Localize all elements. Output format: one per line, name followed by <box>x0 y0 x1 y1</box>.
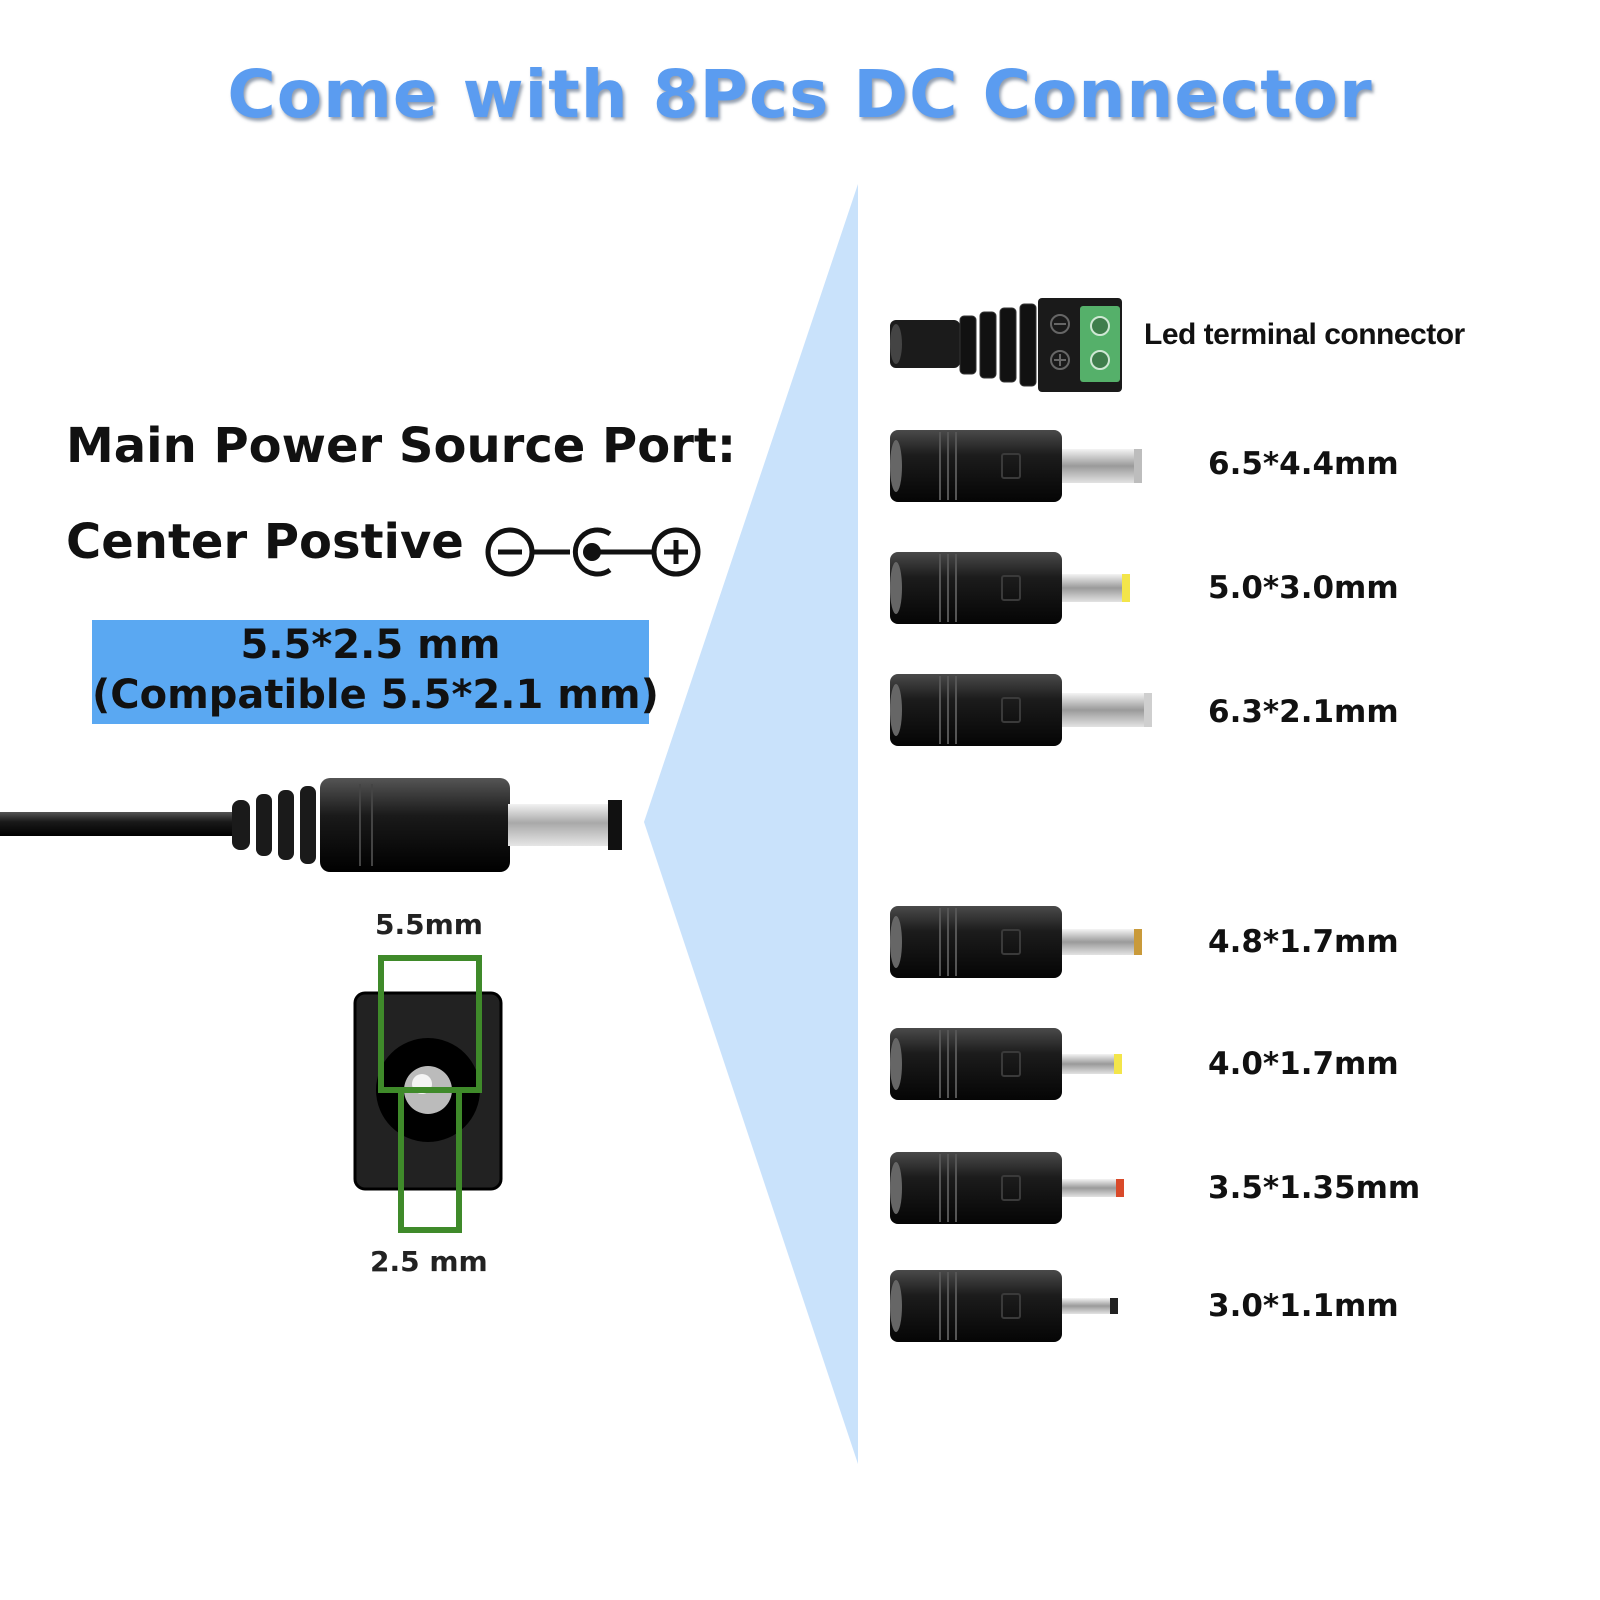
connector-label: Led terminal connector <box>1144 318 1465 351</box>
connector-label: 4.8*1.7mm <box>1208 924 1399 960</box>
connector-item: 3.0*1.1mm <box>890 1264 1550 1354</box>
connector-label: 6.5*4.4mm <box>1208 446 1399 482</box>
connector-item: 4.0*1.7mm <box>890 1022 1550 1112</box>
main-dc-plug-cable-icon <box>0 778 622 872</box>
page-title: Come with 8Pcs DC Connector <box>227 56 1373 133</box>
main-port-size-box: 5.5*2.5 mm (Compatible 5.5*2.1 mm) <box>92 620 659 724</box>
main-port-heading: Main Power Source Port: <box>66 418 737 474</box>
led-terminal-connector-icon <box>890 298 1122 392</box>
inner-diameter-label: 2.5 mm <box>370 1245 488 1278</box>
connector-label: 3.0*1.1mm <box>1208 1288 1399 1324</box>
outer-diameter-label: 5.5mm <box>375 908 483 941</box>
dc-plug-adapter-icon <box>890 1152 1124 1224</box>
dc-plug-adapter-icon <box>890 1028 1122 1100</box>
connector-item: 6.3*2.1mm <box>890 668 1550 758</box>
connector-label: 3.5*1.35mm <box>1208 1170 1421 1206</box>
main-port-size: 5.5*2.5 mm <box>240 622 501 668</box>
connector-label: 5.0*3.0mm <box>1208 570 1399 606</box>
connector-item: 6.5*4.4mm <box>890 424 1550 514</box>
inner-diameter-guide <box>398 1087 462 1233</box>
connector-label: 4.0*1.7mm <box>1208 1046 1399 1082</box>
connector-item: Led terminal connector <box>890 298 1550 394</box>
connector-item: 4.8*1.7mm <box>890 900 1550 990</box>
connector-item: 3.5*1.35mm <box>890 1146 1550 1236</box>
dc-plug-adapter-icon <box>890 674 1152 746</box>
dc-plug-adapter-icon <box>890 430 1142 502</box>
connector-item: 5.0*3.0mm <box>890 546 1550 636</box>
dc-port-diameter-diagram <box>353 955 503 1233</box>
center-positive-polarity-icon <box>485 527 701 577</box>
main-port-compatibility: (Compatible 5.5*2.1 mm) <box>92 672 659 718</box>
funnel-shape <box>644 184 858 1464</box>
polarity-label: Center Postive <box>66 514 464 570</box>
dc-plug-adapter-icon <box>890 552 1130 624</box>
dc-plug-adapter-icon <box>890 906 1142 978</box>
connector-label: 6.3*2.1mm <box>1208 694 1399 730</box>
dc-plug-adapter-icon <box>890 1270 1118 1342</box>
